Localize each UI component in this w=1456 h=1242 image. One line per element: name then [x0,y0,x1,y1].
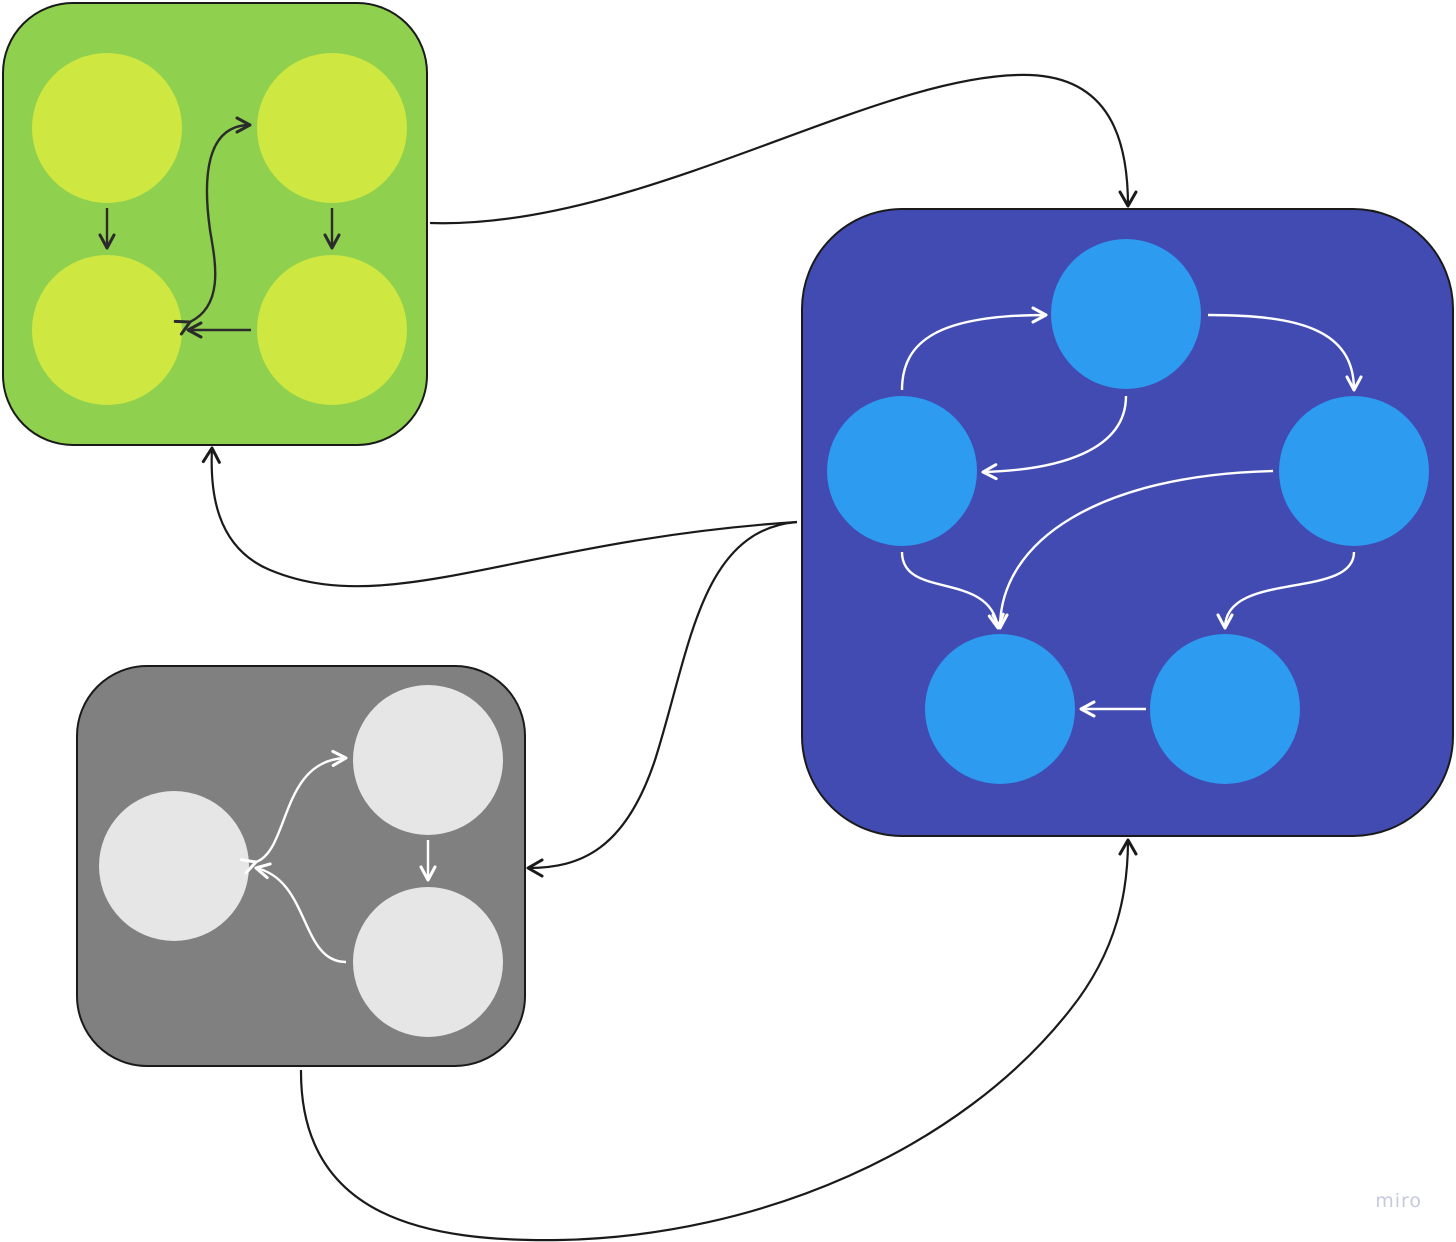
blue-node-mid-right[interactable] [1279,396,1429,546]
blue-node-top[interactable] [1051,239,1201,389]
connector-gray-to-blue[interactable] [299,838,1138,1242]
green-node-top-left[interactable] [32,53,182,203]
green-arrow-bidirectional [173,116,252,336]
blue-arrow-midright-to-bottomright [1216,551,1356,630]
blue-arrow-midleft-to-bottomleft [900,551,1005,630]
blue-arrow-midleft-to-top [900,306,1048,391]
blue-node-mid-left[interactable] [827,396,977,546]
connector-blue-to-green[interactable] [201,446,798,588]
connector-blue-to-gray[interactable] [526,520,798,878]
blue-arrow-top-to-midleft [981,395,1128,481]
blue-arrow-midright-to-bottomleft [991,469,1274,630]
gray-node-left[interactable] [99,791,249,941]
gray-arrow-left-topright-bidirectional [239,749,348,875]
green-node-bottom-left[interactable] [32,255,182,405]
gray-arrow-bottomright-to-left [254,862,347,964]
miro-watermark: miro [1375,1190,1422,1212]
green-node-top-right[interactable] [257,53,407,203]
blue-arrow-top-to-midright [1207,313,1363,392]
blue-node-bottom-left[interactable] [925,634,1075,784]
blue-node-bottom-right[interactable] [1150,634,1300,784]
connector-green-to-blue[interactable] [429,73,1138,225]
gray-node-top-right[interactable] [353,685,503,835]
gray-node-bottom-right[interactable] [353,887,503,1037]
green-node-bottom-right[interactable] [257,255,407,405]
